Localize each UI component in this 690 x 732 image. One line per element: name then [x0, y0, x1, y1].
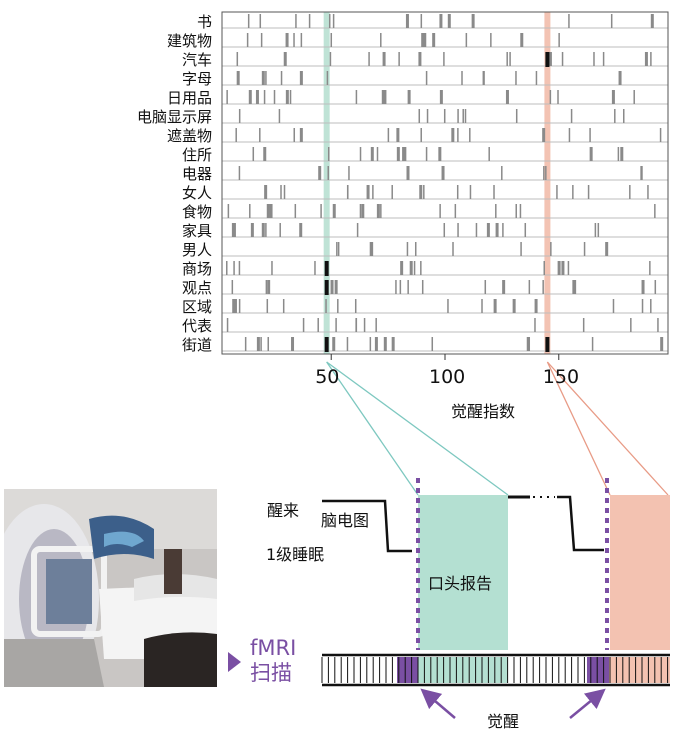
category-label: 电脑显示屏	[136, 108, 212, 126]
raster-row	[222, 318, 668, 333]
connector-teal-left	[326, 361, 419, 496]
category-label: 商场	[181, 260, 212, 278]
awake-label: 醒来	[267, 501, 300, 520]
arrow-left	[420, 688, 456, 719]
category-label: 日用品	[166, 89, 212, 107]
raster-row	[222, 52, 668, 67]
raster-row	[222, 261, 668, 276]
fmri-scan-bar	[321, 653, 670, 687]
timeline-diagram	[321, 478, 670, 719]
raster-row	[222, 166, 668, 181]
play-triangle-icon	[228, 652, 241, 672]
x-tick-label: 100	[429, 366, 466, 388]
highlight-column-1	[323, 12, 330, 354]
category-label: 食物	[181, 203, 212, 221]
scan-label: 扫描	[250, 661, 292, 685]
awakening-label: 觉醒	[487, 712, 520, 731]
raster-row	[222, 242, 668, 257]
fmri-label: fMRI	[250, 636, 297, 660]
category-label: 建筑物	[166, 32, 212, 50]
sleep-stage-label: 1级睡眠	[266, 545, 325, 564]
connector-salmon-left	[546, 361, 611, 496]
eeg-label: 脑电图	[321, 511, 370, 530]
category-label: 电器	[181, 165, 212, 183]
verbal-report-label: 口头报告	[428, 574, 493, 593]
category-label: 区域	[181, 298, 212, 316]
raster-row	[222, 204, 668, 219]
report-region-salmon	[610, 495, 670, 650]
raster-row	[222, 109, 668, 124]
raster-row	[222, 337, 668, 352]
eeg-trace-2	[557, 495, 604, 552]
x-tick-label: 150	[542, 366, 580, 388]
raster-row	[222, 299, 668, 314]
category-label: 汽车	[181, 51, 212, 69]
highlight-column-2	[544, 12, 551, 354]
connector-salmon-right	[546, 361, 669, 496]
raster-row	[222, 185, 668, 200]
raster-row	[222, 223, 668, 238]
fmri-scan-label: fMRI 扫描	[250, 636, 296, 686]
raster-row	[222, 280, 668, 295]
mri-scanner-photo	[4, 489, 217, 687]
raster-row	[222, 71, 668, 86]
raster-row	[222, 90, 668, 105]
x-axis-label: 觉醒指数	[451, 402, 516, 421]
category-label: 住所	[181, 146, 212, 164]
active-marker	[324, 261, 329, 276]
category-label: 街道	[181, 336, 212, 354]
category-label: 代表	[181, 317, 212, 335]
x-tick-label: 50	[315, 366, 340, 388]
report-region-teal	[418, 495, 508, 650]
category-label: 观点	[181, 279, 212, 297]
connector-teal-right	[326, 361, 509, 496]
eeg-trace-1	[322, 499, 412, 553]
category-label: 字母	[181, 70, 212, 88]
active-marker	[324, 280, 329, 295]
category-label: 书	[196, 13, 212, 31]
raster-row	[222, 14, 668, 29]
raster-row	[222, 33, 668, 48]
category-label: 遮盖物	[166, 127, 212, 145]
category-label: 家具	[181, 222, 212, 240]
arrow-right	[569, 688, 606, 719]
category-label: 女人	[181, 184, 212, 202]
active-marker	[545, 337, 550, 352]
raster-row	[222, 128, 668, 143]
active-marker	[324, 337, 329, 352]
active-marker	[545, 52, 550, 67]
category-label: 男人	[181, 241, 212, 259]
raster-row	[222, 147, 668, 162]
